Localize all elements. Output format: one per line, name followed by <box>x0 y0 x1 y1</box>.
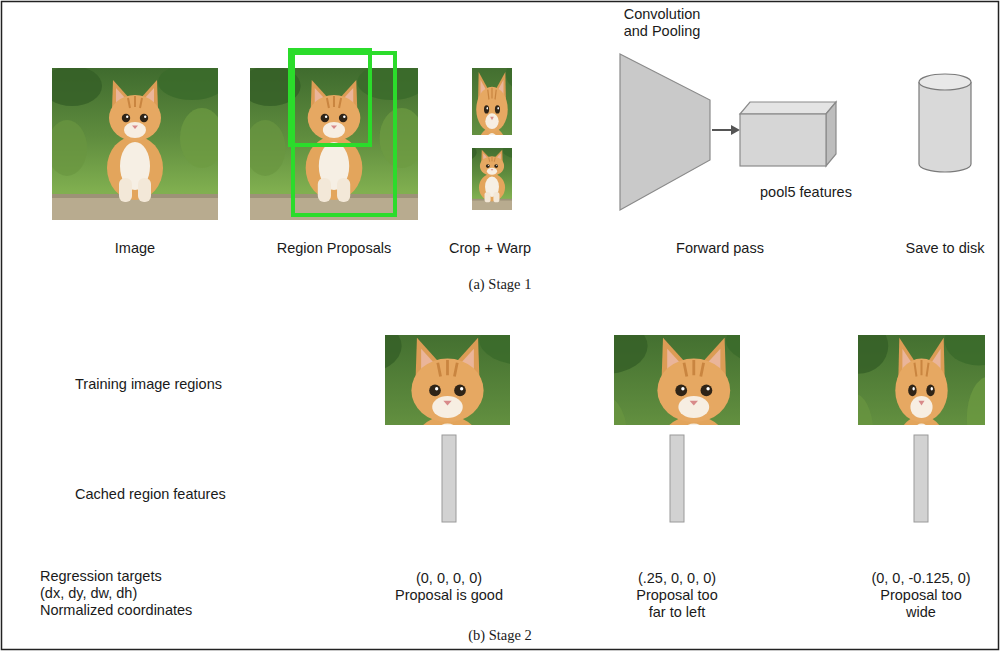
node-label: pool5 features <box>760 184 865 201</box>
text-label: Regression targets <box>40 568 270 585</box>
label-slot: Proposal too far to left <box>631 587 723 621</box>
text-label: Cached region features <box>75 486 295 503</box>
label-slot: (dx, dy, dw, dh) <box>40 585 270 602</box>
text-label: Crop + Warp <box>430 240 550 257</box>
text-label: Proposal is good <box>374 587 524 604</box>
label-slot: Crop + Warp <box>430 240 550 257</box>
text-label: Training image regions <box>75 376 295 393</box>
label-slot: Image <box>70 240 200 257</box>
arrow-line <box>712 129 732 131</box>
label-slot: (0, 0, -0.125, 0) <box>846 570 996 587</box>
label-slot: (0, 0, 0, 0) <box>374 570 524 587</box>
text-label: Forward pass <box>655 240 785 257</box>
text-label: (.25, 0, 0, 0) <box>602 570 752 587</box>
label-slot: (.25, 0, 0, 0) <box>602 570 752 587</box>
text-label: Region Proposals <box>249 240 419 257</box>
disk-cylinder-outline <box>900 72 990 262</box>
text-label: Proposal too wide <box>875 587 967 621</box>
arrow-head <box>731 125 740 135</box>
label-slot: Regression targets <box>40 568 270 585</box>
disk-cylinder: Save to disk <box>900 72 990 262</box>
node-label: Convolution and Pooling <box>612 6 712 40</box>
label-slot: (a) Stage 1 <box>425 276 575 293</box>
sub-caption: (a) Stage 1 <box>425 276 575 293</box>
label-slot: Normalized coordinates <box>40 602 270 619</box>
text-label: Proposal too far to left <box>631 587 723 621</box>
text-label: (0, 0, -0.125, 0) <box>846 570 996 587</box>
sub-caption: (b) Stage 2 <box>425 627 575 644</box>
label-slot: (b) Stage 2 <box>425 627 575 644</box>
label-slot: Training image regions <box>75 376 295 393</box>
conv-pool-trapezoid: Convolution and Pooling <box>612 6 712 212</box>
text-label: (dx, dy, dw, dh) <box>40 585 270 602</box>
label-slot: Proposal is good <box>374 587 524 604</box>
text-label: Normalized coordinates <box>40 602 270 619</box>
label-slot: Cached region features <box>75 486 295 503</box>
feature-cuboid: pool5 features <box>740 100 865 206</box>
flow-arrow <box>712 125 740 135</box>
text-label: (0, 0, 0, 0) <box>374 570 524 587</box>
node-label: Save to disk <box>900 240 990 257</box>
text-label: Image <box>70 240 200 257</box>
label-slot: Proposal too wide <box>875 587 967 621</box>
label-slot: Forward pass <box>655 240 785 257</box>
label-slot: Region Proposals <box>249 240 419 257</box>
